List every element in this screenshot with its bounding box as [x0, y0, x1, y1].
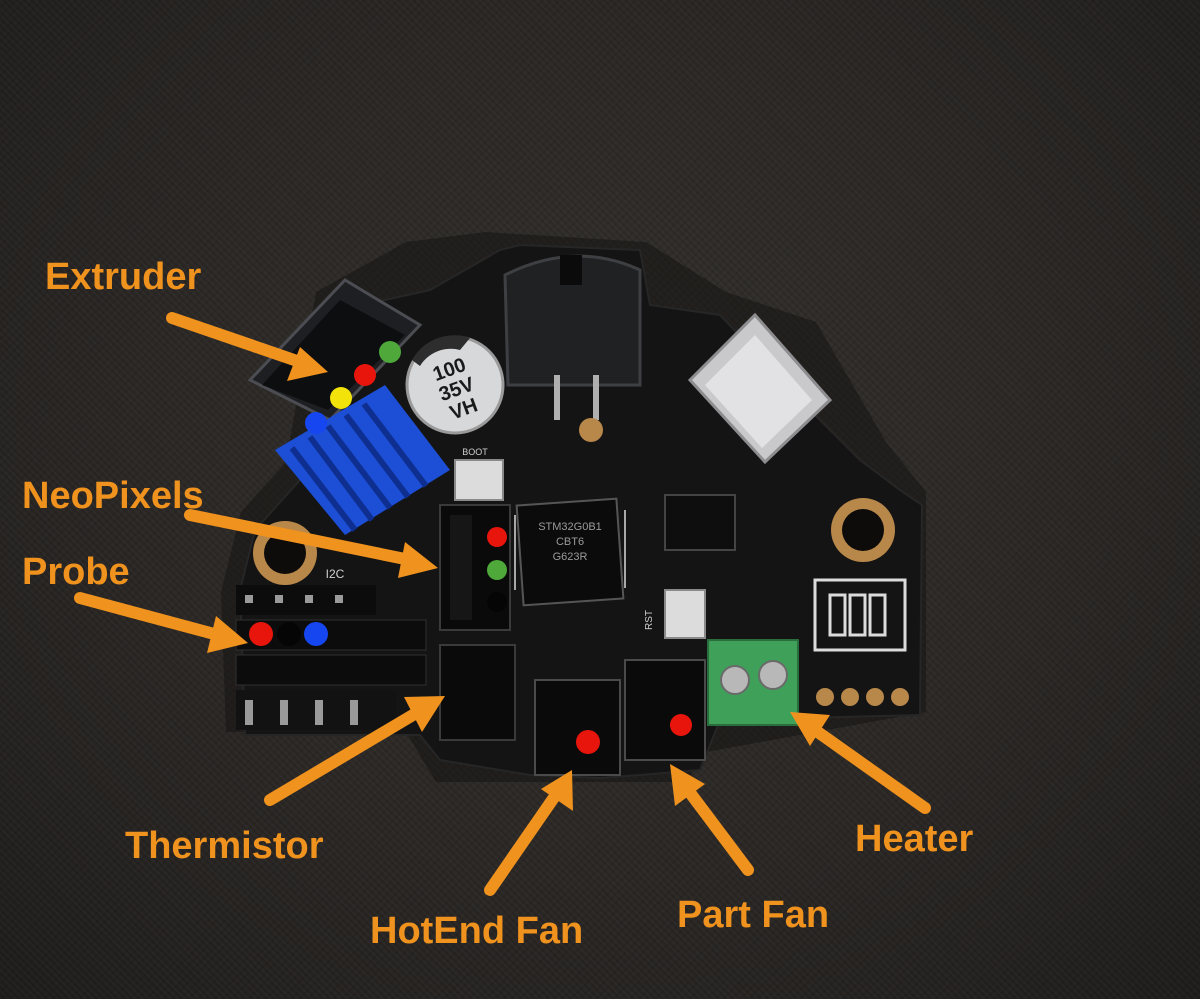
marker-dot [487, 560, 507, 580]
mounting-hole-right [831, 498, 895, 562]
power-connector [503, 254, 642, 442]
marker-dot [249, 622, 273, 646]
marker-dot [379, 341, 401, 363]
mcu-chip: STM32G0B1 CBT6 G623R [514, 497, 626, 607]
label-probe: Probe [22, 551, 130, 593]
part-fan-connector [624, 659, 706, 761]
rst-silk: RST [644, 610, 655, 630]
callout-arrows [74, 312, 931, 896]
driver-ic [664, 494, 736, 551]
arrow-thermistor [264, 696, 445, 806]
mcu-marking-1: STM32G0B1 [538, 521, 602, 533]
usb-c-port [687, 312, 833, 465]
marker-dot [487, 592, 507, 612]
mcu-marking-2: CBT6 [556, 536, 584, 548]
marker-dot [576, 730, 600, 754]
arrow-extruder [166, 312, 328, 381]
marker-dot [354, 364, 376, 386]
marker-dot [305, 412, 327, 434]
label-neopixels: NeoPixels [22, 475, 204, 517]
pin-markers [249, 341, 692, 754]
i2c-silk: I2C [326, 567, 345, 581]
probe-header: I2C [235, 567, 427, 730]
hotend-fan-connector [534, 679, 621, 776]
reset-button: RST [644, 589, 706, 639]
label-extruder: Extruder [45, 256, 202, 298]
arrow-hotend-fan [484, 770, 573, 896]
heatsink [275, 385, 450, 535]
arrow-heater [790, 712, 931, 814]
boot-silk: BOOT [462, 447, 488, 457]
label-heater: Heater [855, 818, 974, 860]
marker-dot [330, 387, 352, 409]
thermistor-connector [439, 644, 516, 741]
silkscreen-logo [813, 578, 907, 652]
label-hotend-fan: HotEnd Fan [370, 910, 584, 952]
solder-pads [816, 688, 909, 706]
marker-dot [487, 527, 507, 547]
marker-dot [304, 622, 328, 646]
mcu-marking-3: G623R [553, 551, 588, 563]
heater-terminal [707, 639, 799, 726]
boot-button: BOOT [454, 447, 504, 501]
arrow-neopixels [184, 509, 438, 578]
label-thermistor: Thermistor [125, 825, 324, 867]
marker-dot [670, 714, 692, 736]
label-part-fan: Part Fan [677, 894, 830, 936]
arrow-probe [74, 592, 248, 653]
capacitor: 100 35V VH [405, 335, 505, 435]
extruder-connector [247, 278, 423, 422]
marker-dot [277, 622, 301, 646]
arrow-part-fan [670, 764, 754, 876]
